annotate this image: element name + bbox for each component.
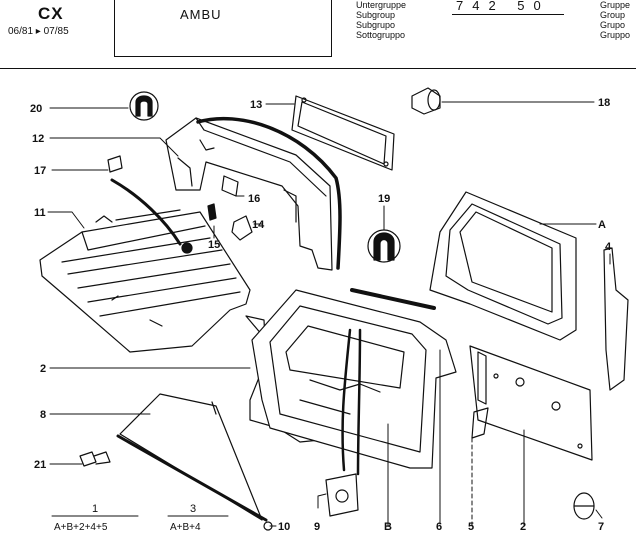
part-tailgate-shell-a [429, 191, 577, 341]
part-trim-strip [110, 178, 182, 246]
callout-19: 19 [378, 193, 390, 205]
callout-7: 7 [598, 521, 604, 533]
combo-1-number: 1 [92, 503, 98, 515]
callout-10: 10 [278, 521, 290, 533]
part-inner-panel-b [251, 289, 457, 469]
part-parcel-shelf [39, 209, 251, 353]
combo-3-formula: A+B+4 [170, 522, 201, 533]
clip-19-icon [367, 229, 401, 263]
clip-20-icon [129, 91, 159, 121]
assembly-combinations: 1 A+B+2+4+5 3 A+B+4 [51, 503, 229, 533]
part-upper-trim-panel [165, 117, 333, 271]
callout-12: 12 [32, 133, 44, 145]
model-name: CX [38, 4, 64, 23]
callout-15: 15 [208, 239, 220, 251]
part-clip-16 [207, 175, 239, 221]
callout-6: 6 [436, 521, 442, 533]
part-door-seal [196, 116, 342, 270]
callout-2b: 2 [520, 521, 526, 533]
group-label-es: Grupo [600, 20, 626, 30]
subgroup-label-it: Sottogruppo [356, 30, 406, 40]
combo-3-number: 3 [190, 503, 196, 515]
callout-9: 9 [314, 521, 320, 533]
group-label-it: Gruppo [600, 30, 631, 40]
callout-B: B [384, 521, 392, 533]
part-cable-right [356, 328, 362, 476]
part-side-strip-4 [603, 247, 629, 391]
group-label-en: Group [600, 10, 626, 20]
callout-18: 18 [598, 97, 610, 109]
part-bushing [411, 87, 441, 115]
subgroup-label-en: Subgroup [356, 10, 396, 20]
callout-13: 13 [250, 99, 262, 111]
part-weatherstrip-19 [350, 288, 436, 310]
part-clip-17 [107, 155, 123, 173]
callout-numbers: 20 18 13 12 17 16 11 15 14 19 A 4 2 8 21… [30, 97, 612, 533]
group-code-underline [452, 14, 564, 15]
group-label-list: Gruppe Group Grupo Gruppo [600, 0, 630, 40]
production-period: 06/81 ▸ 07/85 [8, 26, 69, 37]
callout-2: 2 [40, 363, 46, 375]
callout-17: 17 [34, 165, 46, 177]
callout-5: 5 [468, 521, 474, 533]
part-screw-21 [79, 451, 111, 467]
section-title: AMBU [180, 7, 222, 22]
callout-21: 21 [34, 459, 46, 471]
part-clip-14 [231, 215, 253, 241]
part-cap-7 [573, 492, 595, 520]
callout-11: 11 [34, 207, 46, 219]
combo-1-formula: A+B+2+4+5 [54, 522, 108, 533]
part-lower-trim-2 [469, 345, 593, 461]
group-label-de: Gruppe [600, 0, 631, 10]
part-access-panel [291, 95, 395, 171]
part-luggage-blind [116, 393, 273, 531]
part-cable-left [341, 328, 352, 472]
callout-4: 4 [605, 241, 612, 253]
callout-A: A [598, 219, 606, 231]
leader-lines [47, 101, 611, 527]
callout-14: 14 [252, 219, 265, 231]
part-clip-5 [471, 407, 489, 439]
callout-20: 20 [30, 103, 42, 115]
subgroup-label-list: Untergruppe Subgroup Subgrupo Sottogrupp… [356, 0, 406, 40]
subgroup-label-de: Untergruppe [356, 0, 407, 10]
section-title-box: AMBU [114, 0, 332, 57]
group-code: 742 50 [456, 0, 550, 13]
header-rule [0, 68, 636, 69]
subgroup-label-es: Subgrupo [356, 20, 396, 30]
callout-8: 8 [40, 409, 46, 421]
callout-16: 16 [248, 193, 260, 205]
part-lock-plate [325, 473, 359, 517]
